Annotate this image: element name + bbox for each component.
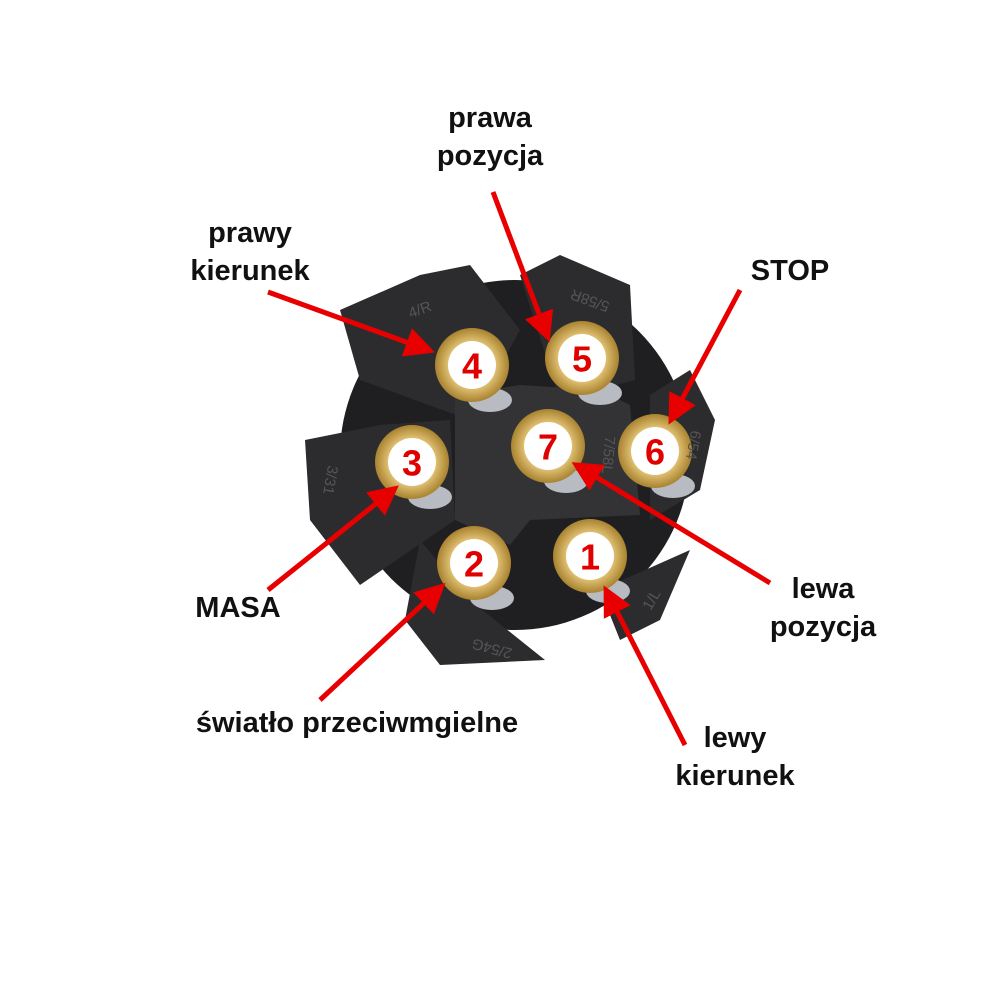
pin-hole bbox=[566, 532, 614, 580]
label-line: prawy bbox=[208, 217, 292, 249]
label-pin-4: prawy kierunek bbox=[190, 217, 436, 357]
pin-hole bbox=[388, 438, 436, 486]
pin-number: 6 bbox=[645, 432, 665, 473]
arrow-icon bbox=[603, 585, 688, 747]
arrow-icon bbox=[490, 191, 554, 343]
pin-number: 5 bbox=[572, 339, 592, 380]
pin-hole bbox=[558, 334, 606, 382]
pin-5: 55/58R bbox=[545, 285, 622, 405]
pin-engraving: 6/54 bbox=[682, 429, 704, 461]
label-line: światło przeciwmgielne bbox=[196, 707, 518, 739]
label-line: lewa bbox=[792, 573, 856, 605]
arrow-icon bbox=[267, 289, 436, 357]
pin-hole bbox=[448, 341, 496, 389]
pin-number: 7 bbox=[538, 427, 558, 468]
arrow-icon bbox=[266, 485, 399, 592]
label-pin-3: MASA bbox=[195, 485, 399, 624]
pin-number: 3 bbox=[402, 443, 422, 484]
label-pin-7: lewa pozycja bbox=[571, 462, 877, 643]
arrow-icon bbox=[318, 582, 446, 702]
label-line: STOP bbox=[751, 255, 829, 287]
label-line: prawa bbox=[448, 102, 533, 134]
pin-number: 2 bbox=[464, 544, 484, 585]
label-line: lewy bbox=[704, 722, 767, 754]
pin-4: 44/R bbox=[406, 298, 512, 412]
label-line: MASA bbox=[195, 592, 280, 624]
pin-number: 4 bbox=[462, 346, 482, 387]
pin-engraving: 3/31 bbox=[319, 464, 341, 496]
label-line: kierunek bbox=[190, 255, 310, 287]
label-pin-1: lewy kierunek bbox=[603, 585, 796, 792]
pin-3: 3 3/31 bbox=[319, 425, 452, 509]
label-line: pozycja bbox=[770, 611, 877, 643]
label-line: kierunek bbox=[675, 760, 795, 792]
pin-hole bbox=[631, 427, 679, 475]
label-pin-5: prawa pozycja bbox=[437, 102, 554, 343]
arrow-icon bbox=[571, 462, 772, 586]
label-pin-6: STOP bbox=[668, 255, 829, 425]
arrow-icon bbox=[668, 288, 743, 425]
pin-hole bbox=[450, 539, 498, 587]
pin-hole bbox=[524, 422, 572, 470]
label-pin-2: światło przeciwmgielne bbox=[196, 582, 518, 739]
pin-engraving: 7/58L bbox=[598, 436, 618, 475]
pin-number: 1 bbox=[580, 537, 600, 578]
pin-6: 6 6/54 bbox=[618, 414, 704, 498]
label-line: pozycja bbox=[437, 140, 544, 172]
